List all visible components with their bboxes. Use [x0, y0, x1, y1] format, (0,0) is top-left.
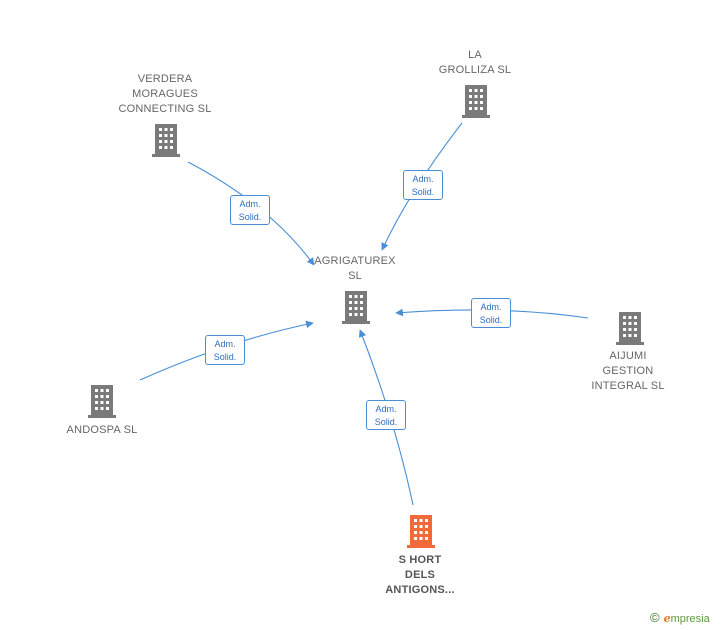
edge-label-line: Adm.: [214, 339, 236, 349]
node-label-andospa[interactable]: ANDOSPA SL: [66, 424, 138, 436]
edge-label-line: Solid.: [238, 212, 262, 222]
edge-label-aijumi[interactable]: Adm. Solid.: [471, 298, 511, 328]
brand-logo[interactable]: ©empresia: [650, 610, 710, 625]
edge-label-line: Adm.: [239, 199, 261, 209]
building-icon[interactable]: [616, 312, 644, 345]
brand-initial: e: [663, 612, 671, 625]
building-icon[interactable]: [462, 85, 490, 118]
edge-label-short[interactable]: Adm. Solid.: [366, 400, 406, 430]
edge-label-grolliza[interactable]: Adm. Solid.: [403, 170, 443, 200]
node-label-aijumi[interactable]: AIJUMI GESTION INTEGRAL SL: [591, 350, 665, 392]
node-label-short[interactable]: S HORT DELS ANTIGONS...: [385, 554, 455, 596]
copyright-icon: ©: [650, 610, 660, 625]
edge-label-line: Adm.: [480, 302, 502, 312]
edge-label-line: Adm.: [375, 404, 397, 414]
building-icon[interactable]: [88, 385, 116, 418]
node-label-center[interactable]: AGRIGATUREX SL: [314, 255, 396, 282]
node-label-verdera[interactable]: VERDERA MORAGUES CONNECTING SL: [118, 73, 212, 115]
building-icon[interactable]: [152, 124, 180, 157]
edge-label-line: Adm.: [412, 174, 434, 184]
building-icon[interactable]: [342, 291, 370, 324]
edge-label-line: Solid.: [213, 352, 237, 362]
brand-name: mpresia: [670, 613, 710, 625]
edge-label-line: Solid.: [479, 315, 503, 325]
edge-label-andospa[interactable]: Adm. Solid.: [205, 335, 245, 365]
edge-label-verdera[interactable]: Adm. Solid.: [230, 195, 270, 225]
edge-label-line: Solid.: [374, 417, 398, 427]
building-icon[interactable]: [407, 515, 435, 548]
node-label-grolliza[interactable]: LA GROLLIZA SL: [438, 49, 512, 76]
edge-label-line: Solid.: [411, 187, 435, 197]
